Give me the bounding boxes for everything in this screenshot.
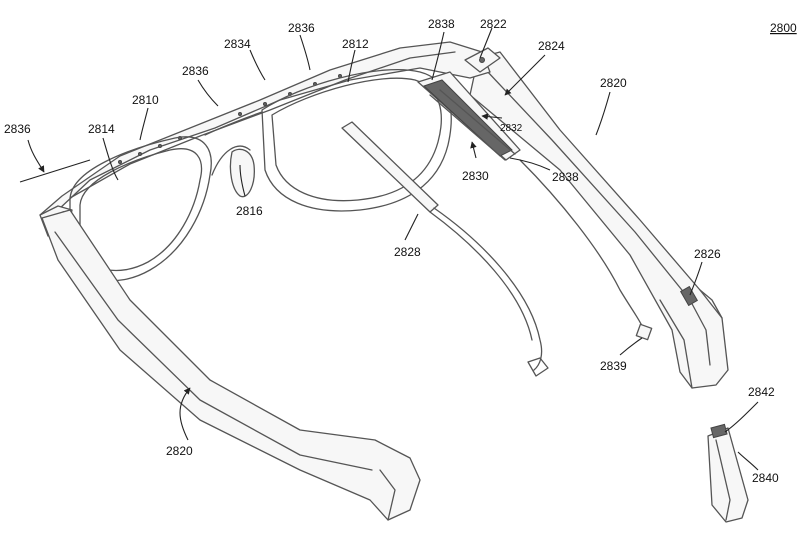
right-hinge bbox=[464, 47, 501, 73]
wire-to-connector bbox=[519, 159, 653, 341]
label-2826: 2826 bbox=[694, 247, 721, 261]
label-2838-top: 2838 bbox=[428, 17, 455, 31]
leader-lines bbox=[19, 27, 759, 471]
label-2820-right: 2820 bbox=[600, 76, 627, 90]
cable-strip bbox=[341, 121, 549, 377]
left-temple-arm bbox=[41, 209, 421, 521]
glasses-frame-front bbox=[39, 41, 491, 282]
label-2834: 2834 bbox=[224, 37, 251, 51]
label-2840: 2840 bbox=[752, 471, 779, 485]
label-2838-bottom: 2838 bbox=[552, 170, 579, 184]
label-2824: 2824 bbox=[538, 39, 565, 53]
figure-number: 2800 bbox=[770, 21, 797, 35]
label-2842: 2842 bbox=[748, 385, 775, 399]
label-2814: 2814 bbox=[88, 122, 115, 136]
label-2828: 2828 bbox=[394, 245, 421, 259]
label-2836-left: 2836 bbox=[4, 122, 31, 136]
label-2836-top: 2836 bbox=[288, 21, 315, 35]
label-2816: 2816 bbox=[236, 204, 263, 218]
label-2830: 2830 bbox=[462, 169, 489, 183]
label-2839: 2839 bbox=[600, 359, 627, 373]
electronics-module bbox=[417, 71, 521, 161]
brow-perforations bbox=[118, 74, 342, 164]
label-2836-mid: 2836 bbox=[182, 64, 209, 78]
label-2822: 2822 bbox=[480, 17, 507, 31]
right-temple-arm bbox=[469, 51, 729, 389]
label-2820-left: 2820 bbox=[166, 444, 193, 458]
reference-labels: 2800 2836 2814 2810 2836 2834 2836 2812 … bbox=[4, 17, 797, 485]
label-2810: 2810 bbox=[132, 93, 159, 107]
label-2812: 2812 bbox=[342, 37, 369, 51]
label-2832: 2832 bbox=[500, 123, 523, 134]
detached-battery bbox=[707, 423, 749, 523]
